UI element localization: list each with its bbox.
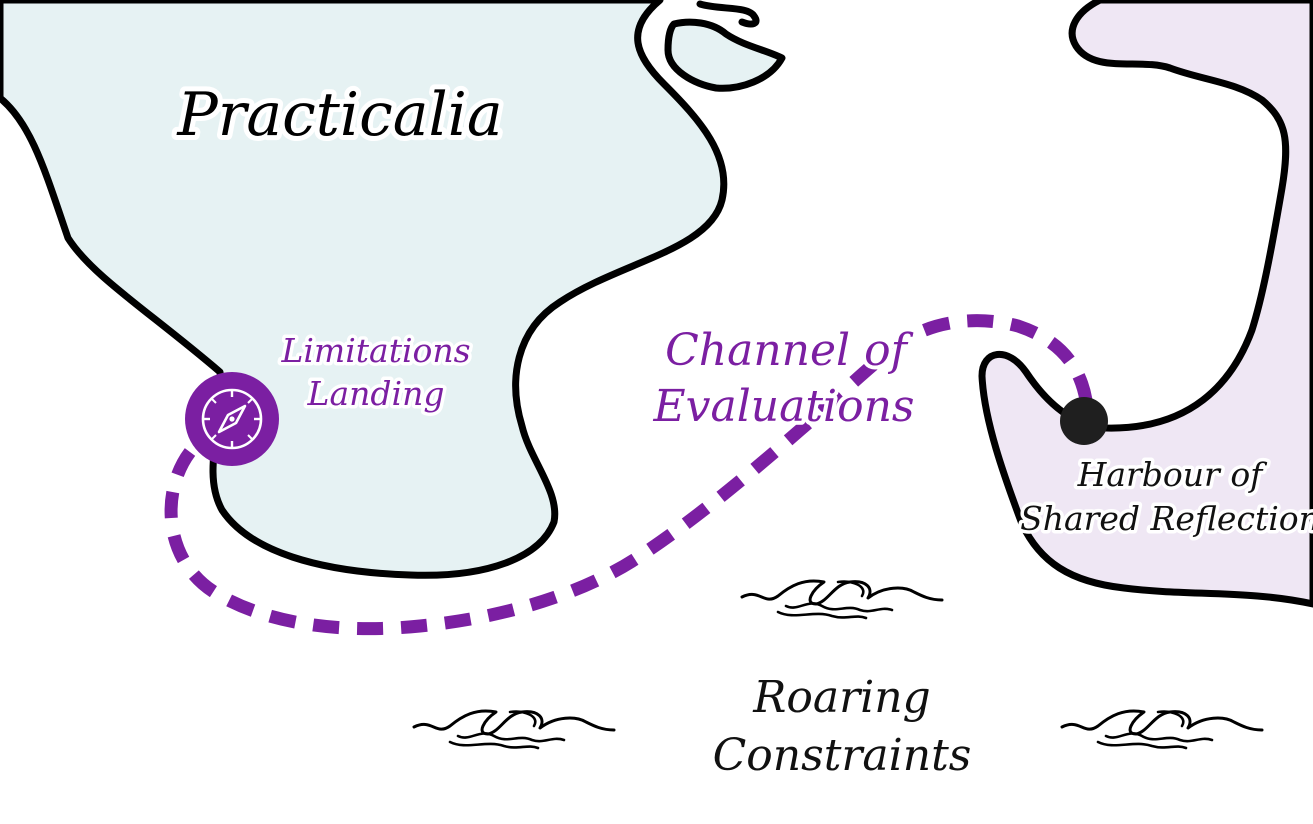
sea-label-line1: Roaring xyxy=(752,672,930,723)
island-north xyxy=(664,18,786,92)
island-north-tip xyxy=(696,0,760,28)
place-label-start-line1: Limitations xyxy=(280,331,470,370)
place-label-end-line2: Shared Reflection xyxy=(1020,499,1313,538)
compass-icon[interactable] xyxy=(185,372,279,466)
waves-icon xyxy=(412,709,616,750)
place-label-channel-line2: Evaluations xyxy=(652,381,914,432)
sea-label-line2: Constraints xyxy=(713,730,972,781)
waves-icon xyxy=(740,579,944,620)
harbour-marker[interactable] xyxy=(1060,397,1108,445)
place-label-channel-line1: Channel of xyxy=(665,325,914,376)
route-path xyxy=(164,314,1093,636)
region-east xyxy=(978,0,1313,608)
region-label-practicalia: Practicalia xyxy=(176,80,502,150)
waves-icon xyxy=(1060,709,1264,750)
region-practicalia xyxy=(0,0,728,579)
place-label-start-line2: Landing xyxy=(307,374,445,413)
place-label-end-line1: Harbour of xyxy=(1077,455,1269,494)
